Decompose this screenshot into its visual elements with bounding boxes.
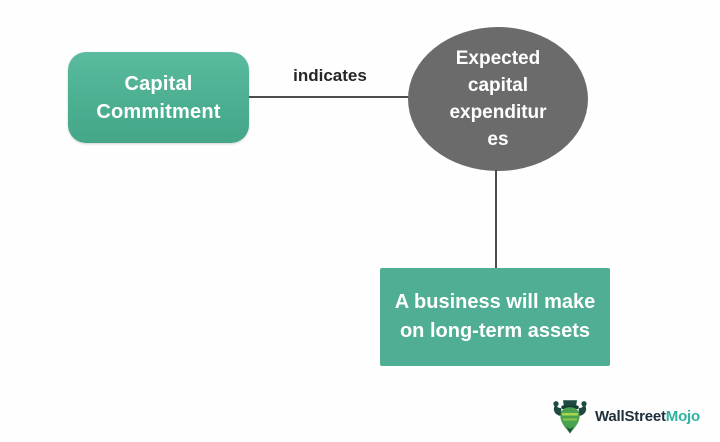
brand-accent-text: Mojo xyxy=(665,407,700,425)
node-expected-line2: capital xyxy=(467,75,529,96)
connector-horizontal xyxy=(249,96,409,98)
node-business-long-term-assets: A business will make on long-term assets xyxy=(380,268,610,366)
edge-label-indicates: indicates xyxy=(293,66,367,85)
node-business-line2: on long-term assets xyxy=(399,320,591,342)
wallstreetmojo-bull-icon xyxy=(553,400,587,434)
node-expected-line4: es xyxy=(487,129,509,150)
node-expected-line1: Expected xyxy=(455,48,541,69)
node-capital-commitment-line2: Commitment xyxy=(96,100,221,123)
node-expected-capital-expenditures: Expected capital expenditur es xyxy=(408,27,588,171)
node-business-line1: A business will make xyxy=(394,291,596,313)
node-capital-commitment-line1: Capital xyxy=(124,72,193,95)
node-capital-commitment: Capital Commitment xyxy=(68,52,249,143)
wallstreetmojo-wordmark: WallStreetMojo xyxy=(595,408,700,425)
brand-dark-text: WallStreet xyxy=(595,407,666,425)
node-expected-line3: expenditur xyxy=(449,102,547,123)
wallstreetmojo-logo: WallStreetMojo xyxy=(549,395,700,437)
connector-vertical xyxy=(495,170,497,269)
